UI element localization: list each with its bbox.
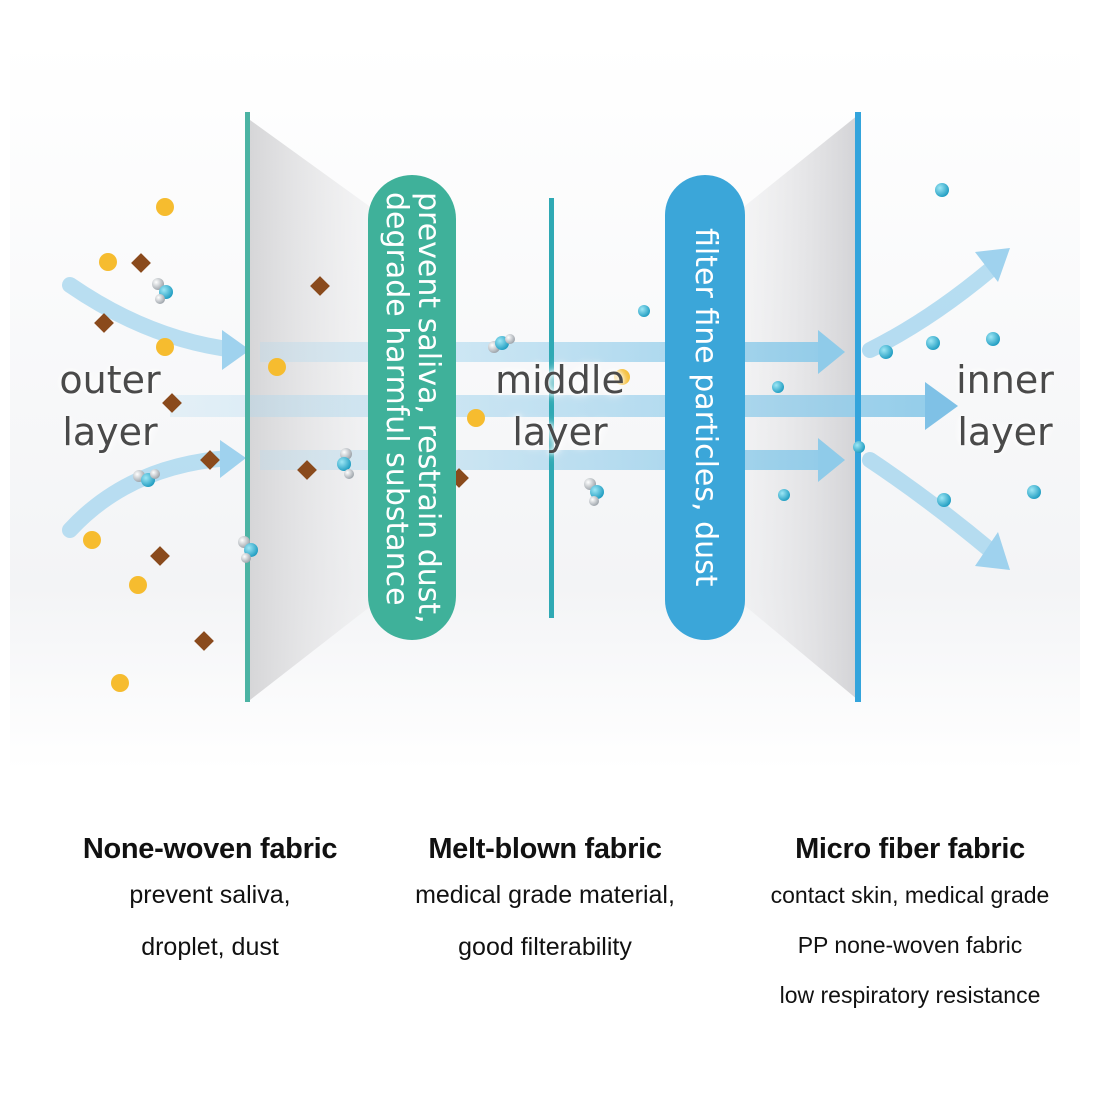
flow-arrowhead	[222, 330, 250, 370]
fine-particle-dot	[778, 489, 790, 501]
middle-layer-label-line2: layer	[512, 410, 608, 454]
flow-arrow-curve-top-out	[862, 262, 998, 358]
flow-arrowhead	[818, 438, 845, 482]
middle-layer-function-text: filter fine particles, dust	[688, 228, 723, 587]
outer-layer-function-text: prevent saliva, restrain dust, degrade h…	[379, 191, 446, 624]
inner-fabric-line: PP none-woven fabric	[797, 932, 1023, 958]
middle-fabric-line: good filterability	[458, 933, 632, 961]
flow-arrowhead	[975, 532, 1010, 570]
yellow-dust-dot	[111, 674, 129, 692]
inner-fabric-line: low respiratory resistance	[779, 982, 1041, 1008]
molecule-cluster	[337, 448, 354, 479]
yellow-dust-dot	[614, 369, 630, 385]
yellow-dust-dot	[268, 358, 286, 376]
outer-layer-label-line2: layer	[62, 410, 158, 454]
brown-dust-flake	[131, 253, 151, 273]
dust-particles	[83, 183, 1041, 692]
yellow-dust-dot	[467, 409, 485, 427]
fine-particle-dot	[772, 381, 784, 393]
fine-particle-dot	[935, 183, 949, 197]
middle-layer-label: middle layer	[475, 354, 645, 458]
inner-fabric-line: contact skin, medical grade	[770, 882, 1050, 908]
molecule-cluster	[238, 536, 258, 563]
outer-layer-function-pill: prevent saliva, restrain dust, degrade h…	[368, 175, 456, 640]
inner-layer-label: inner layer	[935, 354, 1075, 458]
outer-fabric-title: None-woven fabric	[82, 833, 338, 865]
middle-fabric-column: Melt-blown fabric medical grade material…	[370, 833, 720, 984]
brown-dust-flake	[162, 393, 182, 413]
outer-layer-line	[245, 112, 250, 702]
molecule-cluster	[584, 478, 604, 506]
brown-dust-flake	[200, 450, 220, 470]
middle-fabric-line: medical grade material,	[415, 881, 675, 909]
middle-fabric-title: Melt-blown fabric	[428, 833, 662, 865]
molecule-cluster	[133, 469, 160, 487]
yellow-dust-dot	[129, 576, 147, 594]
molecule-cluster	[488, 334, 515, 353]
flow-arrowhead	[220, 440, 246, 478]
outer-fabric-line: prevent saliva,	[129, 881, 291, 909]
flow-arrowhead	[818, 330, 845, 374]
outer-layer-label: outer layer	[40, 354, 180, 458]
fine-particle-dot	[926, 336, 940, 350]
fine-particle-dot	[986, 332, 1000, 346]
inner-layer-label-line2: layer	[957, 410, 1053, 454]
inner-fabric-column: Micro fiber fabric contact skin, medical…	[745, 833, 1075, 1030]
flow-arrow-curve-bottom-out	[862, 452, 998, 558]
yellow-dust-dot	[83, 531, 101, 549]
outer-fabric-line: droplet, dust	[141, 933, 279, 961]
middle-layer-label-line1: middle	[495, 358, 625, 402]
molecule-cluster	[152, 278, 173, 304]
brown-dust-flake	[94, 313, 114, 333]
inner-layer-label-line1: inner	[956, 358, 1054, 402]
middle-layer-line	[549, 198, 554, 618]
brown-dust-flake	[297, 460, 317, 480]
inner-layer-line	[855, 112, 861, 702]
fine-particle-dot	[638, 305, 650, 317]
fine-particle-dot	[1027, 485, 1041, 499]
fine-particle-dot	[879, 345, 893, 359]
flow-arrowhead	[975, 248, 1010, 282]
outer-fabric-column: None-woven fabric prevent saliva, drople…	[30, 833, 390, 984]
inner-fabric-title: Micro fiber fabric	[795, 833, 1025, 865]
outer-layer-label-line1: outer	[59, 358, 161, 402]
fine-particle-dot	[937, 493, 951, 507]
brown-dust-flake	[310, 276, 330, 296]
fine-particle-dot	[853, 441, 865, 453]
flow-arrowhead	[925, 382, 958, 430]
yellow-dust-dot	[156, 338, 174, 356]
yellow-dust-dot	[99, 253, 117, 271]
flow-arrow-curve-top-in	[62, 277, 243, 358]
yellow-dust-dot	[156, 198, 174, 216]
middle-layer-function-pill: filter fine particles, dust	[665, 175, 745, 640]
